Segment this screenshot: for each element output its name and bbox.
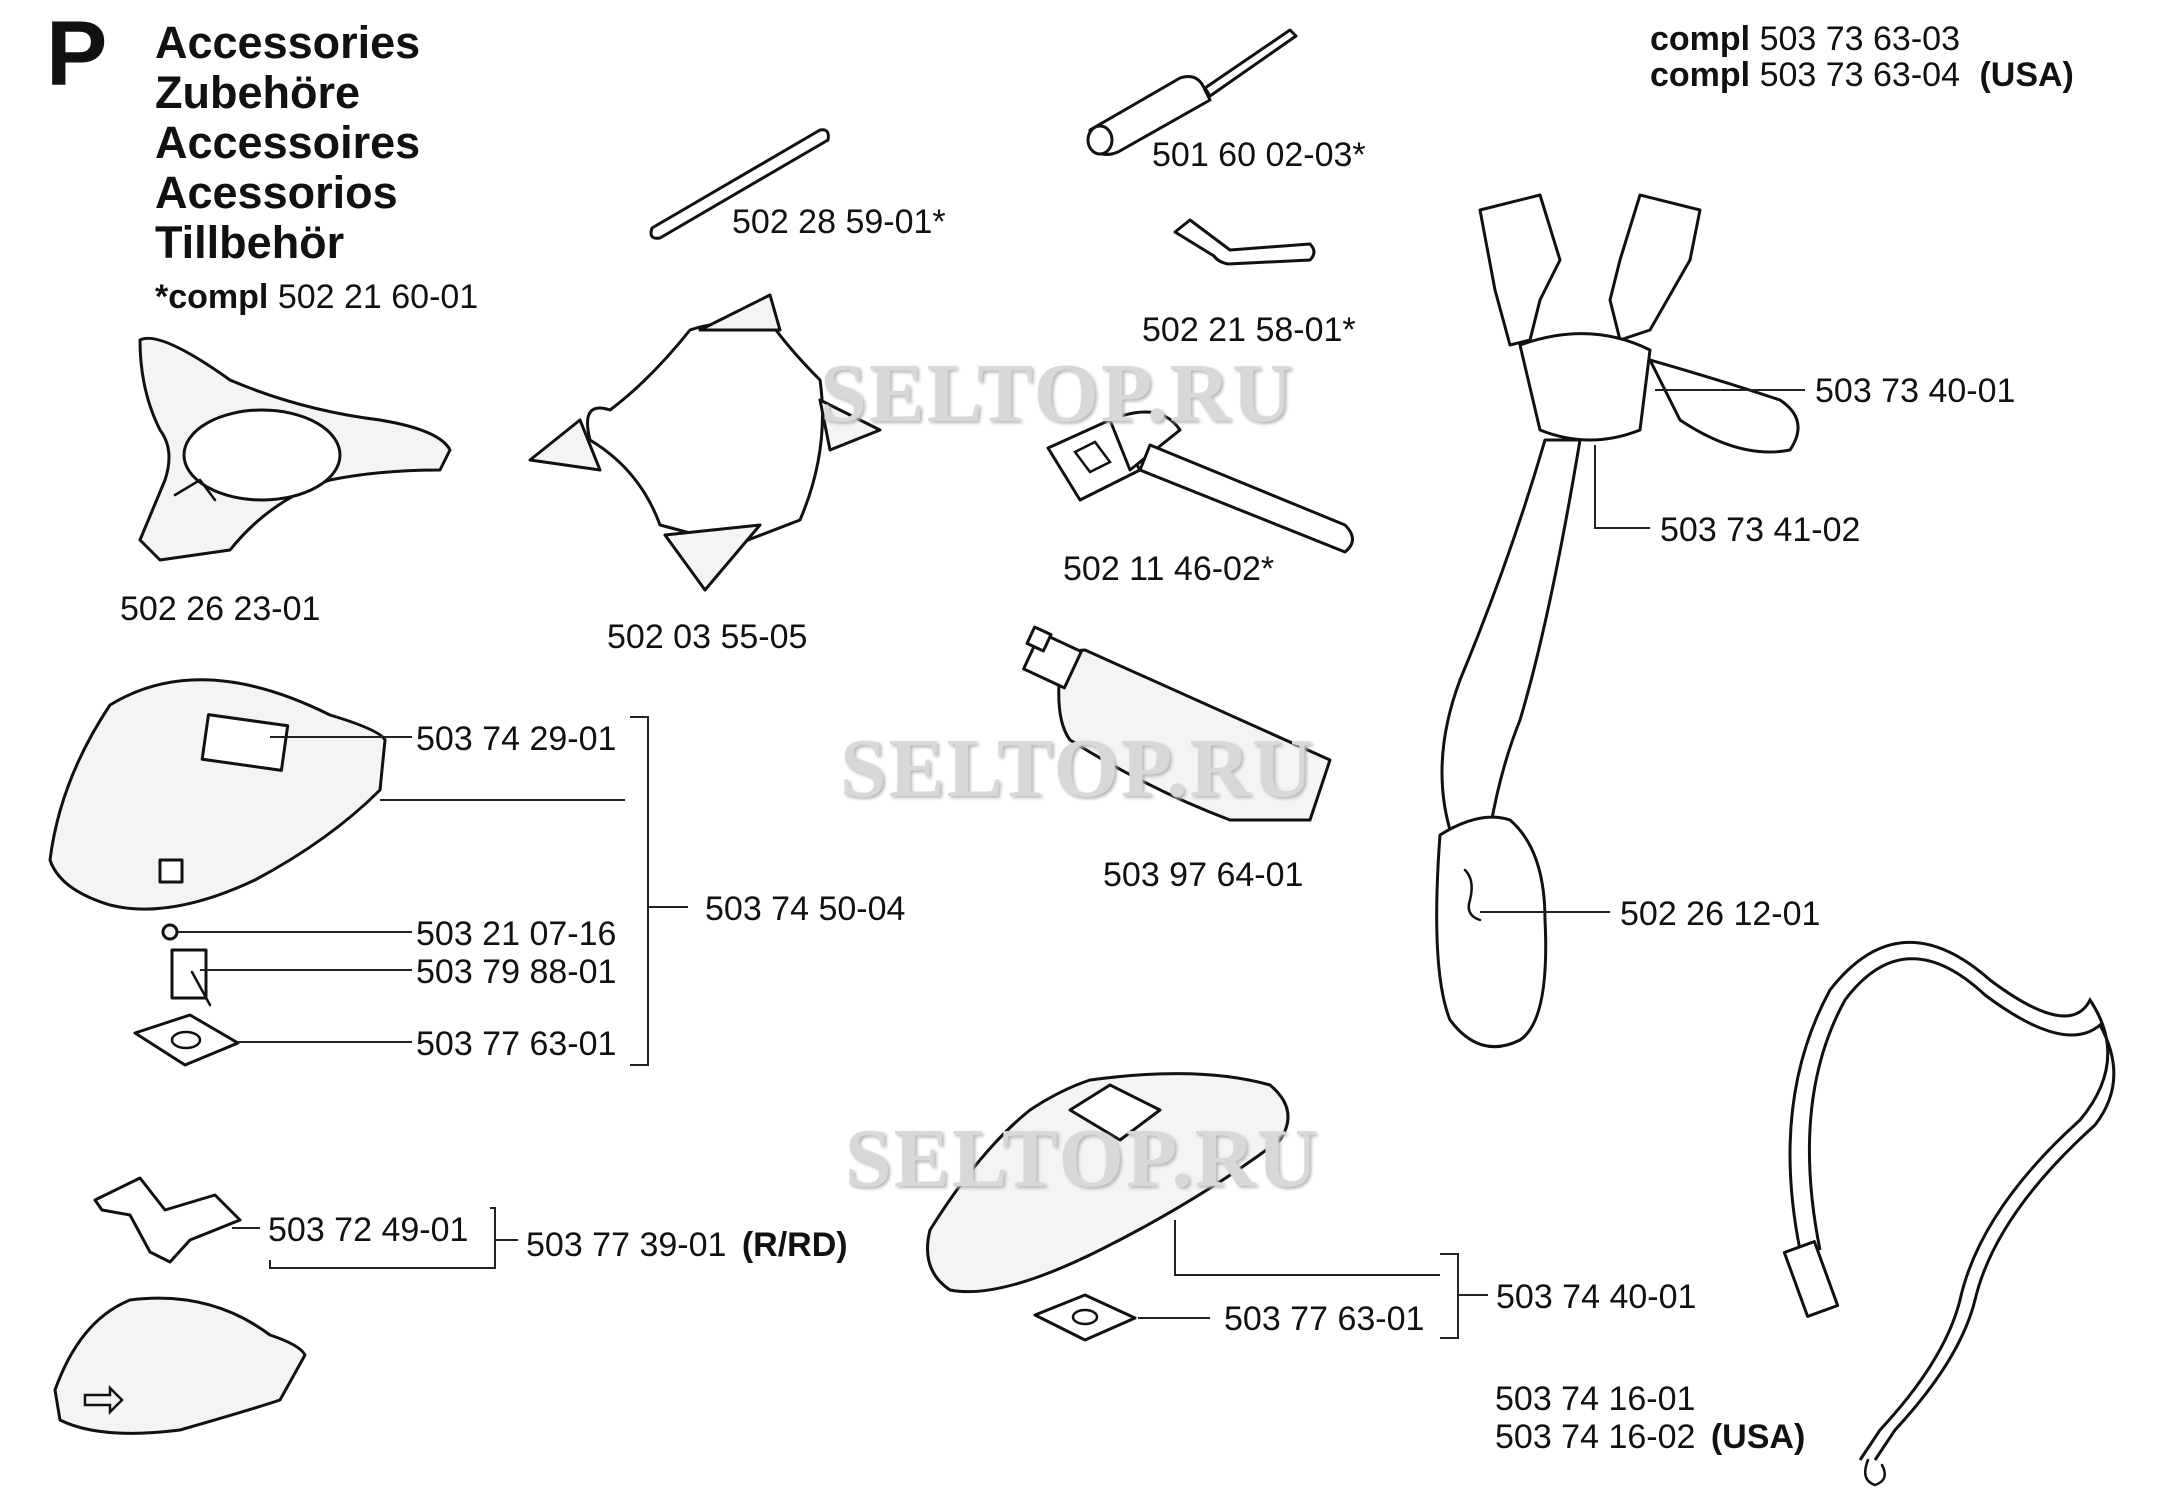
label-shoulder-strap-1: 503 74 16-01 <box>1495 1380 1696 1418</box>
shoulder-strap-drawing <box>1782 940 2116 1487</box>
label-transport-guard: 502 03 55-05 <box>607 618 808 656</box>
label-harness-strap: 503 73 40-01 <box>1815 372 2016 410</box>
label-harness-plate: 503 73 41-02 <box>1660 511 1861 549</box>
rod-drawing <box>649 128 830 240</box>
harness-kit-line-2: compl 503 73 63-04 (USA) <box>1650 58 2074 92</box>
trimmer-guard-drawing <box>48 678 387 911</box>
label-rod: 502 28 59-01* <box>732 203 946 241</box>
blade-guard-plate-drawing <box>1033 1293 1137 1342</box>
title-swedish: Tillbehör <box>155 217 345 268</box>
label-grease-tube: 503 97 64-01 <box>1103 856 1304 894</box>
title-french: Accessoires <box>155 117 421 168</box>
knife-drawing <box>170 948 212 1007</box>
leader-lines <box>178 389 1805 1339</box>
kit-note-prefix: *compl <box>155 278 269 316</box>
label-blade-guard: 503 74 40-01 <box>1496 1278 1697 1316</box>
harness-drawing <box>1435 193 1800 1049</box>
harness-kit-prefix-2: compl <box>1650 56 1751 94</box>
label-shoulder-strap-2-suffix: (USA) <box>1710 1418 1806 1456</box>
watermark-2: SELTOP.RU <box>840 722 1315 815</box>
kit-note-number: 502 21 60-01 <box>277 278 479 316</box>
label-knife: 503 79 88-01 <box>416 953 617 991</box>
label-guard-cover: 503 74 29-01 <box>416 720 617 758</box>
harness-kit-number-2: 503 73 63-04 <box>1759 56 1960 94</box>
label-guard-kit: 503 77 39-01 (R/RD) <box>526 1228 848 1262</box>
title-german: Zubehöre <box>155 67 361 118</box>
title-english: Accessories <box>155 17 421 68</box>
hex-key-drawing <box>1173 218 1316 266</box>
label-support-cup: 502 26 23-01 <box>120 590 321 628</box>
label-guard-assembly: 503 74 50-04 <box>705 890 906 928</box>
label-hip-pad: 502 26 12-01 <box>1620 895 1821 933</box>
small-guard-drawing <box>53 1296 307 1435</box>
blade-guard-drawing <box>926 1072 1290 1294</box>
label-guard-kit-number: 503 77 39-01 <box>526 1226 727 1264</box>
support-cup-drawing <box>138 336 452 562</box>
watermark-3: SELTOP.RU <box>845 1112 1320 1205</box>
label-plate-a: 503 77 63-01 <box>416 1025 617 1063</box>
label-hex-key: 502 21 58-01* <box>1142 311 1356 349</box>
section-letter: P <box>46 3 108 105</box>
plate-a-drawing <box>133 1013 240 1067</box>
label-spanner: 502 11 46-02* <box>1063 550 1275 588</box>
label-shoulder-strap-2: 503 74 16-02 (USA) <box>1495 1420 1805 1454</box>
label-screw: 503 21 07-16 <box>416 915 617 953</box>
label-guard-kit-suffix: (R/RD) <box>741 1226 848 1264</box>
label-screwdriver: 501 60 02-03* <box>1152 136 1366 174</box>
watermark-1: SELTOP.RU <box>820 347 1295 440</box>
harness-kit-line-1: compl 503 73 63-03 <box>1650 22 1960 56</box>
harness-kit-prefix-1: compl <box>1650 20 1751 58</box>
harness-kit-number-1: 503 73 63-03 <box>1759 20 1960 58</box>
spanner-drawing <box>1046 410 1354 554</box>
screwdriver-drawing <box>1086 28 1298 156</box>
grease-tube-drawing <box>1022 625 1332 822</box>
transport-guard-drawing <box>528 293 882 592</box>
label-shoulder-strap-2-number: 503 74 16-02 <box>1495 1418 1696 1456</box>
kit-note: *compl 502 21 60-01 <box>155 280 478 314</box>
screw-drawing <box>161 923 179 941</box>
label-blade-guard-plate: 503 77 63-01 <box>1224 1300 1425 1338</box>
harness-kit-suffix-2: (USA) <box>1979 56 2074 94</box>
label-bracket: 503 72 49-01 <box>268 1211 469 1249</box>
bracket-drawing <box>93 1176 242 1264</box>
title-portuguese: Acessorios <box>155 167 398 218</box>
